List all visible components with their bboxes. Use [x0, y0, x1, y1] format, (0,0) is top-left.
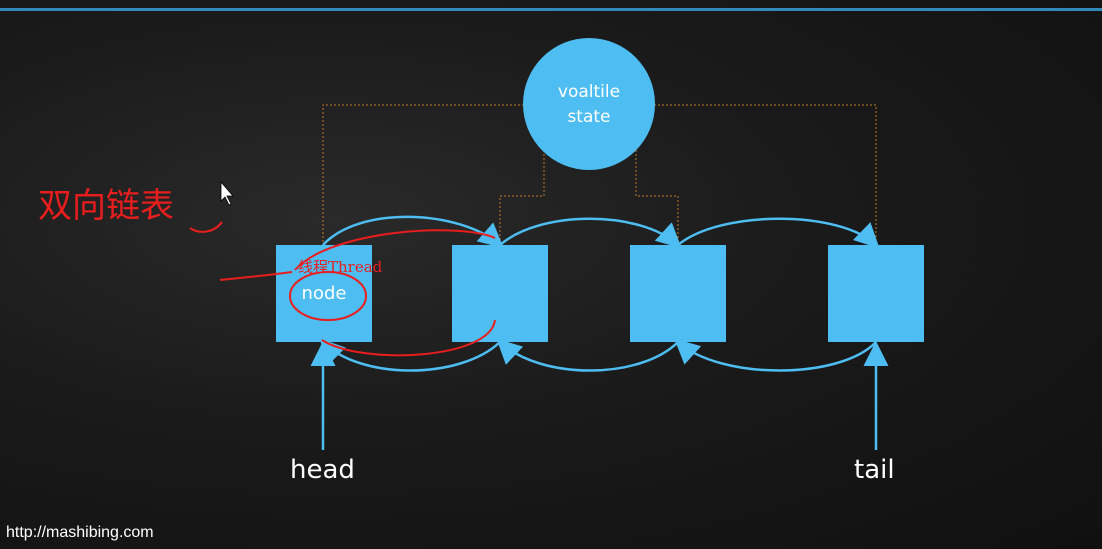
node-label: node	[301, 283, 347, 304]
top-accent-line	[0, 8, 1102, 11]
state-circle	[523, 38, 655, 170]
state-label-line2: state	[567, 107, 611, 127]
handwritten-title: 双向链表	[38, 186, 174, 226]
state-label-line1: voaltile	[557, 82, 621, 102]
state-circle-label: voaltile state	[524, 80, 654, 130]
handwritten-annotations	[189, 221, 496, 357]
node-box-head	[276, 245, 372, 342]
pointer-arrows	[310, 341, 889, 450]
footer-url: http://mashibing.com	[6, 524, 154, 541]
head-label: head	[290, 455, 355, 485]
mouse-cursor-icon	[220, 180, 234, 206]
node-box-tail	[828, 245, 924, 342]
node-box-3	[630, 245, 726, 342]
handwritten-thread: 线程Thread	[298, 258, 383, 276]
tail-label: tail	[854, 455, 895, 485]
state-connectors	[322, 104, 877, 245]
prev-arrows	[319, 338, 877, 372]
node-box-2	[452, 245, 548, 342]
